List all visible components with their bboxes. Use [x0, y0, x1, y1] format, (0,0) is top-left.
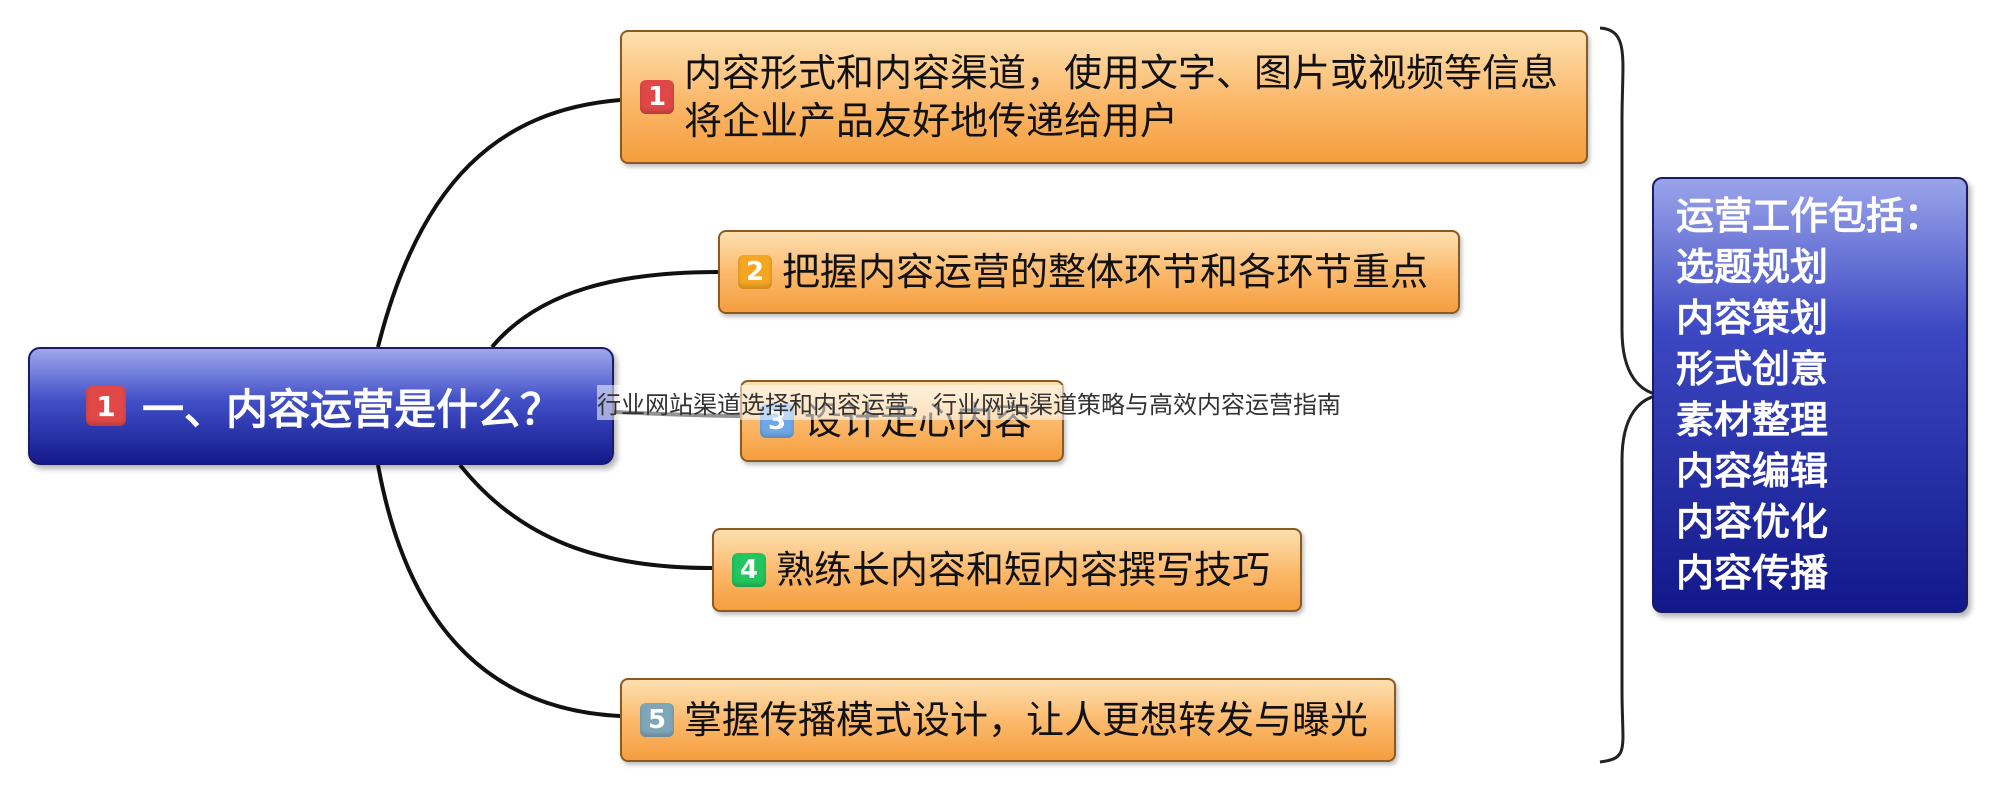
branch-badge-1: 1	[640, 80, 674, 114]
summary-item: 选题规划	[1676, 245, 1829, 289]
summary-item: 形式创意	[1676, 347, 1829, 391]
summary-item: 内容策划	[1676, 296, 1829, 340]
branch-text-1: 内容形式和内容渠道，使用文字、图片或视频等信息将企业产品友好地传递给用户	[684, 51, 1559, 143]
overlay-caption: 行业网站渠道选择和内容运营，行业网站渠道策略与高效内容运营指南	[597, 385, 1341, 420]
summary-box: 运营工作包括： 选题规划 内容策划 形式创意 素材整理 内容编辑 内容优化 内容…	[1652, 177, 1968, 613]
summary-title: 运营工作包括：	[1676, 194, 1943, 238]
connector-branch-1	[376, 98, 621, 348]
root-node: 1 一、内容运营是什么？	[28, 347, 614, 465]
root-label: 一、内容运营是什么？	[142, 384, 563, 434]
summary-item: 内容编辑	[1676, 449, 1829, 493]
branch-badge-2: 2	[738, 255, 772, 289]
branch-node-1: 1 内容形式和内容渠道，使用文字、图片或视频等信息将企业产品友好地传递给用户	[620, 30, 1588, 164]
summary-item: 内容优化	[1676, 500, 1829, 544]
connector-branch-2	[490, 270, 719, 349]
summary-item: 内容传播	[1676, 551, 1829, 595]
branch-node-5: 5 掌握传播模式设计，让人更想转发与曝光	[620, 678, 1396, 762]
branch-text-5: 掌握传播模式设计，让人更想转发与曝光	[684, 698, 1369, 742]
brace	[1599, 26, 1661, 764]
root-badge: 1	[86, 386, 126, 426]
connector-branch-4	[458, 463, 713, 570]
branch-text-2: 把握内容运营的整体环节和各环节重点	[782, 250, 1429, 294]
summary-item: 素材整理	[1676, 398, 1829, 442]
branch-badge-4: 4	[732, 553, 766, 587]
branch-node-4: 4 熟练长内容和短内容撰写技巧	[712, 528, 1302, 612]
branch-text-4: 熟练长内容和短内容撰写技巧	[776, 548, 1271, 592]
branch-badge-5: 5	[640, 703, 674, 737]
connector-branch-5	[376, 464, 621, 718]
branch-node-2: 2 把握内容运营的整体环节和各环节重点	[718, 230, 1460, 314]
